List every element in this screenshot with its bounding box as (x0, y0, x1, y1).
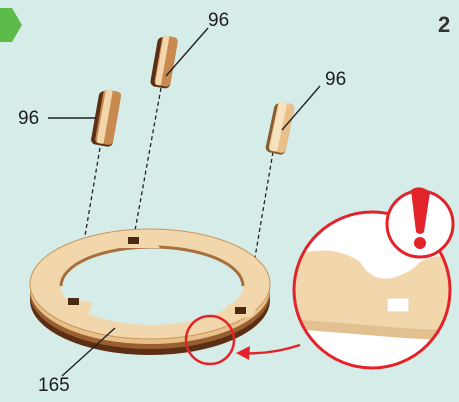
zoom-slot (387, 298, 409, 312)
ring-slot-left (68, 298, 79, 305)
ring-slot-top (128, 237, 139, 244)
part-piece-right (265, 100, 295, 155)
part-label-ring: 165 (38, 375, 70, 397)
detail-arrow (236, 345, 300, 360)
exclamation-warning-icon (387, 187, 453, 257)
ring-slot-right (235, 307, 246, 314)
part-label-right: 96 (325, 69, 346, 91)
guide-line-top (134, 88, 161, 236)
part-piece-top (150, 34, 179, 89)
part-label-top: 96 (208, 10, 229, 32)
part-label-left: 96 (18, 108, 39, 130)
